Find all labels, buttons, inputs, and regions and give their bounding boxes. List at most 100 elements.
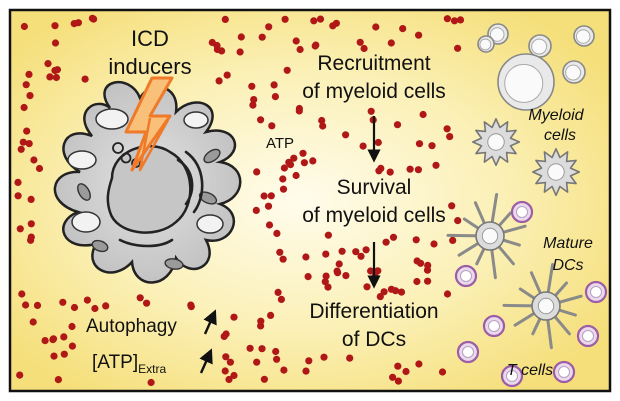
atp-dot <box>386 168 394 176</box>
atp-dot <box>20 103 28 112</box>
atp-dot <box>46 73 54 81</box>
atp-dot <box>19 138 27 146</box>
atp-dot <box>367 267 375 275</box>
atp-dot <box>302 253 310 261</box>
atp-dot <box>300 159 308 167</box>
atp-dot <box>265 23 273 31</box>
atp-dot <box>346 354 354 362</box>
atp-dot <box>413 257 421 265</box>
step-differentiation-line1: Differentiation <box>309 300 438 323</box>
atp-dot <box>280 164 288 172</box>
vesicle <box>112 142 124 154</box>
myeloid-cell-nucleus <box>504 63 544 103</box>
er-membrane <box>176 158 194 206</box>
icd-inducers-label-line1: ICD <box>131 26 169 51</box>
atp-dot <box>273 229 281 237</box>
atp-dot <box>223 71 231 79</box>
mitochondrion <box>203 148 221 164</box>
mitochondrion <box>198 191 218 205</box>
atp-dot <box>375 167 383 175</box>
atp-dot <box>60 350 68 358</box>
atp-dot <box>35 164 44 173</box>
mature-dcs-label-line2: DCs <box>552 257 583 274</box>
atp-dot <box>215 77 223 85</box>
atp-dot <box>412 236 420 244</box>
er-membrane <box>184 150 204 214</box>
myeloid-cells <box>477 23 595 111</box>
atp-dot <box>443 290 452 298</box>
atp-dot <box>318 116 326 125</box>
atp-dot <box>376 293 384 301</box>
atp-dot <box>280 366 288 374</box>
atp-dot <box>394 362 402 370</box>
immature-dc-nucleus <box>547 163 565 181</box>
atp-dot <box>44 60 52 68</box>
atp-dot <box>419 110 427 119</box>
atp-dot <box>23 127 31 135</box>
atp-dot <box>16 371 24 379</box>
atp-dot <box>309 157 317 165</box>
icd-inducers-label-line2: inducers <box>108 54 191 79</box>
atp-dot <box>83 296 91 304</box>
atp-dot <box>391 287 400 295</box>
atp-dot <box>187 301 195 309</box>
atp-dot <box>285 158 293 166</box>
atp-dot <box>399 25 407 33</box>
dying-tumor-cell <box>53 81 242 284</box>
t-cell-nucleus <box>582 330 594 342</box>
atp-dot <box>30 156 38 164</box>
up-arrow-icon <box>203 309 217 335</box>
atp-dot <box>237 33 245 41</box>
atp-dot <box>143 299 151 307</box>
vacuole <box>196 214 224 234</box>
atp-dot <box>222 330 230 338</box>
atp-dot <box>20 22 28 31</box>
atp-dot <box>387 39 395 47</box>
atp-dot <box>249 101 257 109</box>
atp-dot <box>91 304 99 313</box>
atp-dot <box>236 48 244 56</box>
atp-dot <box>51 22 59 30</box>
atp-dot <box>147 378 155 387</box>
atp-dot <box>454 44 462 52</box>
atp-dot <box>320 353 328 361</box>
atp-dot <box>397 288 406 296</box>
atp-dot <box>449 236 457 244</box>
atp-dot <box>225 375 233 384</box>
atp-dot <box>414 166 422 174</box>
immature-dc-nucleus <box>487 133 505 151</box>
atp-dot <box>362 246 370 254</box>
atp-dot <box>415 31 423 39</box>
atp-dot <box>292 37 300 45</box>
atp-dot <box>374 267 382 275</box>
atp-dot <box>415 140 424 148</box>
atp-dot <box>222 353 230 361</box>
vacuole <box>95 108 129 130</box>
atp-dot <box>321 278 329 286</box>
up-arrow-icon <box>199 348 213 374</box>
t-cell-nucleus <box>460 270 472 282</box>
atp-dot <box>382 238 390 246</box>
step-recruitment-line2: of myeloid cells <box>302 80 446 103</box>
atp-dot <box>443 125 451 133</box>
mature-dc-nucleus <box>481 227 499 245</box>
atp-dot <box>279 255 287 263</box>
mitochondrion <box>91 239 109 253</box>
atp-dot <box>438 368 447 376</box>
atp-dot <box>283 66 291 74</box>
atp-dot <box>252 206 260 214</box>
atp-dot <box>352 248 360 256</box>
atp-label: ATP <box>266 135 294 152</box>
atp-dot <box>267 311 275 319</box>
atp-dot <box>90 15 98 23</box>
atp-dot <box>26 92 34 100</box>
atp-dot <box>389 233 398 241</box>
atp-dot <box>335 260 343 268</box>
atp-dot <box>52 73 61 82</box>
myeloid-cell-nucleus <box>575 29 591 44</box>
atp-dot <box>443 15 451 23</box>
atp-dot <box>295 107 303 115</box>
atp-dot <box>51 66 59 75</box>
atp-dot <box>264 202 273 210</box>
atp-dot <box>281 15 289 23</box>
